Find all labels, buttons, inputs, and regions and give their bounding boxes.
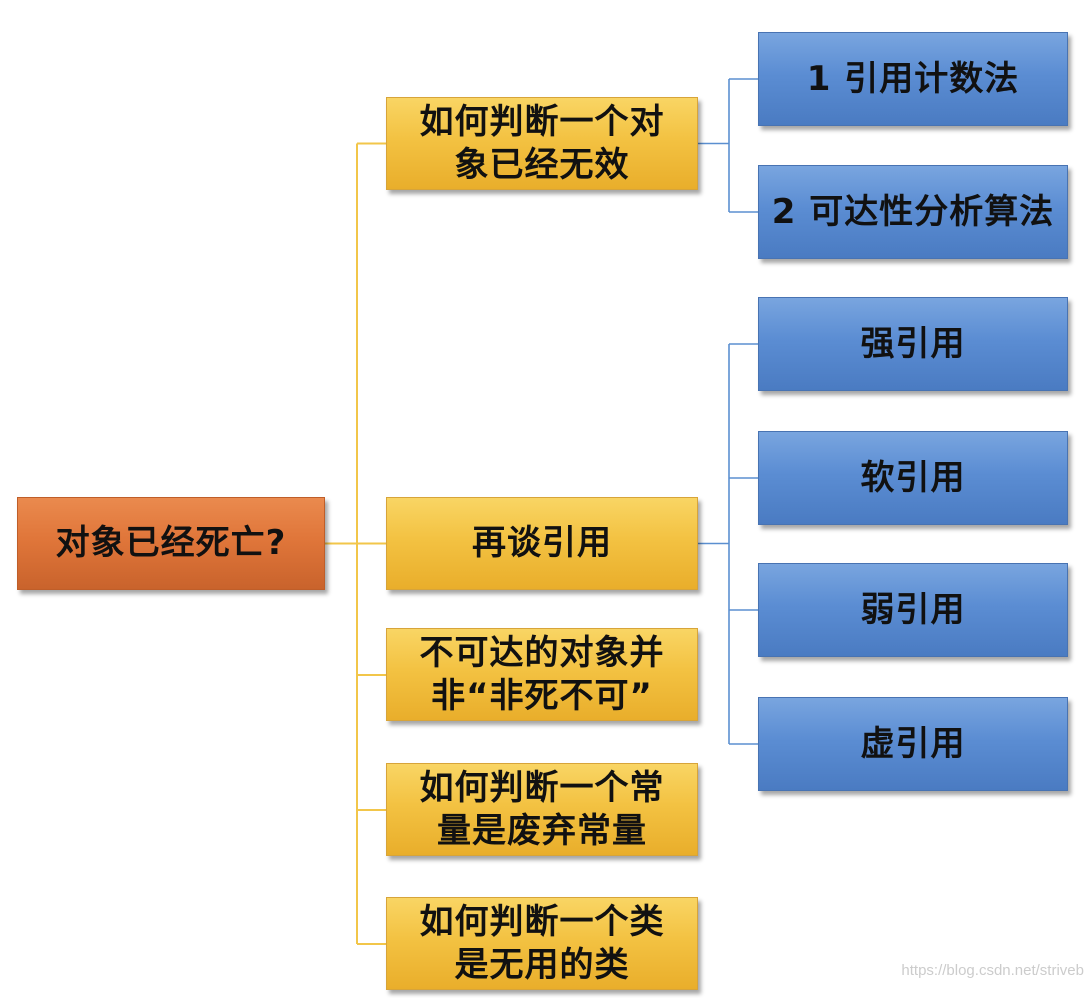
branch-node-line: 是无用的类 (454, 944, 630, 985)
leaf-node-label: 2 可达性分析算法 (771, 191, 1055, 232)
leaf-node-reachability-analysis: 2 可达性分析算法 (758, 165, 1068, 259)
leaf-node-strong-reference: 强引用 (758, 297, 1068, 391)
branch-node-line: 如何判断一个常 (419, 767, 665, 808)
branch-node-unreachable: 不可达的对象并 非“非死不可” (386, 628, 698, 721)
branch-node-line: 非“非死不可” (431, 675, 653, 716)
leaf-node-label: 强引用 (860, 323, 966, 364)
leaf-node-phantom-reference: 虚引用 (758, 697, 1068, 791)
branch-node-constant: 如何判断一个常 量是废弃常量 (386, 763, 698, 856)
leaf-node-weak-reference: 弱引用 (758, 563, 1068, 657)
root-node: 对象已经死亡? (17, 497, 325, 590)
leaf-node-reference-counting: 1 引用计数法 (758, 32, 1068, 126)
leaf-node-label: 弱引用 (860, 589, 966, 630)
leaf-node-soft-reference: 软引用 (758, 431, 1068, 525)
leaf-node-label: 虚引用 (860, 723, 966, 764)
root-node-label: 对象已经死亡? (55, 523, 287, 563)
branch-node-line: 再谈引用 (472, 523, 612, 563)
branch-node-class: 如何判断一个类 是无用的类 (386, 897, 698, 990)
branch-node-line: 不可达的对象并 (419, 632, 665, 673)
branch-node-invalid-object: 如何判断一个对 象已经无效 (386, 97, 698, 190)
branch-node-line: 如何判断一个对 (419, 101, 665, 142)
branch-node-line: 象已经无效 (454, 144, 630, 185)
branch-node-references: 再谈引用 (386, 497, 698, 590)
branch-node-line: 如何判断一个类 (419, 901, 665, 942)
watermark: https://blog.csdn.net/striveb (901, 962, 1084, 979)
branch-node-line: 量是废弃常量 (437, 810, 647, 851)
leaf-node-label: 软引用 (860, 457, 966, 498)
leaf-node-label: 1 引用计数法 (806, 58, 1020, 99)
